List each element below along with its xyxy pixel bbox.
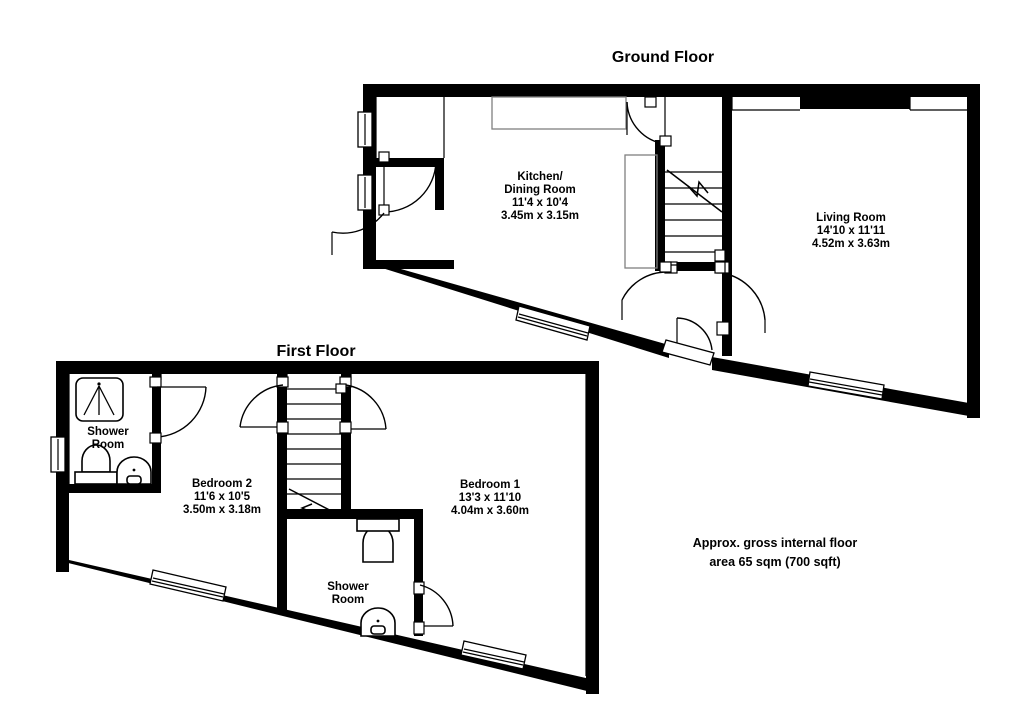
shower-tray-upper <box>75 377 124 422</box>
ground-door-lobby-upper <box>378 151 437 213</box>
living-name-line1: Living Room <box>816 212 886 224</box>
kitchen-name-line2: Dining Room <box>504 184 576 196</box>
label-bedroom-1: Bedroom 1 13'3 x 11'10 4.04m x 3.60m <box>451 479 529 517</box>
shower-lower-line1: Shower <box>327 581 369 593</box>
label-shower-room-upper: Shower Room <box>87 426 129 451</box>
kitchen-name-line1: Kitchen/ <box>517 171 563 183</box>
ground-window-bottom-living <box>807 371 885 400</box>
first-internal-wall-lowershower-right <box>414 509 423 636</box>
first-floor-title: First Floor <box>276 343 355 360</box>
ground-door-kitchen-hall <box>626 96 661 144</box>
first-wall-right <box>586 361 599 694</box>
first-door-bedroom2 <box>239 376 289 434</box>
first-wall-top <box>56 361 599 374</box>
ground-staircase <box>659 135 726 274</box>
ground-window-left-lower <box>357 174 373 211</box>
ground-floor-title: Ground Floor <box>612 49 714 66</box>
kitchen-counter <box>491 96 627 130</box>
first-internal-wall-stair-left <box>277 374 287 518</box>
area-note-line2: area 65 sqm (700 sqft) <box>709 555 840 569</box>
bedroom1-name: Bedroom 1 <box>460 479 521 491</box>
bedroom1-dim-metric: 4.04m x 3.60m <box>451 505 529 517</box>
ground-internal-wall-lobby-top <box>376 158 444 167</box>
ground-door-porch <box>661 317 715 366</box>
ground-internal-wall-lobby-bottom <box>376 260 454 269</box>
ground-internal-wall-hall-bottom <box>655 262 725 271</box>
bedroom2-name: Bedroom 2 <box>192 478 252 490</box>
label-bedroom-2: Bedroom 2 11'6 x 10'5 3.50m x 3.18m <box>183 478 261 516</box>
first-internal-wall-lowershower-left <box>277 519 287 611</box>
bedroom2-dim-metric: 3.50m x 3.18m <box>183 504 261 516</box>
bedroom1-dim-imperial: 13'3 x 11'10 <box>459 492 521 504</box>
living-dim-metric: 4.52m x 3.63m <box>812 238 890 250</box>
ground-internal-wall-stair <box>655 140 665 268</box>
first-internal-wall-lowershower-top <box>351 509 423 519</box>
label-living-room: Living Room 14'10 x 11'11 4.52m x 3.63m <box>812 212 890 250</box>
label-kitchen-dining: Kitchen/ Dining Room 11'4 x 10'4 3.45m x… <box>501 171 579 222</box>
first-door-shower-lower <box>413 581 454 635</box>
ground-internal-wall-lobby-right <box>435 158 444 210</box>
toilet-lower <box>356 518 400 563</box>
toilet-upper <box>74 444 118 485</box>
basin-lower <box>360 607 396 637</box>
kitchen-dim-imperial: 11'4 x 10'4 <box>512 197 569 209</box>
area-note: Approx. gross internal floor area 65 sqm… <box>693 536 858 569</box>
first-window-bottom-bedroom1 <box>460 640 527 670</box>
ground-wall-bottom-left <box>363 262 669 358</box>
ground-chimney-breast <box>800 84 910 109</box>
first-door-shower-upper <box>149 376 207 444</box>
shower-upper-line1: Shower <box>87 426 129 438</box>
shower-upper-line2: Room <box>92 439 125 451</box>
ground-window-bottom-kitchen <box>515 305 591 341</box>
ground-door-lobby-lower <box>331 204 390 255</box>
area-note-line1: Approx. gross internal floor <box>693 536 858 550</box>
ground-wall-right <box>967 84 980 418</box>
ground-floor-group: Ground Floor <box>331 49 980 418</box>
bedroom2-dim-imperial: 11'6 x 10'5 <box>194 491 251 503</box>
first-window-bottom-bedroom2 <box>149 569 227 602</box>
first-internal-wall-shower-bottom <box>69 484 161 493</box>
basin-upper <box>116 456 152 485</box>
ground-internal-wall-kitchen-living <box>722 84 732 356</box>
shower-lower-line2: Room <box>332 594 365 606</box>
first-floor-group: First Floor <box>50 343 599 694</box>
ground-window-left-upper <box>357 111 373 148</box>
ground-stairwell-outline <box>624 154 658 269</box>
kitchen-dim-metric: 3.45m x 3.15m <box>501 210 579 222</box>
first-internal-wall-stair-right <box>341 374 351 518</box>
living-dim-imperial: 14'10 x 11'11 <box>817 225 886 237</box>
label-shower-room-lower: Shower Room <box>327 581 369 606</box>
first-window-left-shower <box>50 436 66 473</box>
first-staircase <box>287 383 347 519</box>
